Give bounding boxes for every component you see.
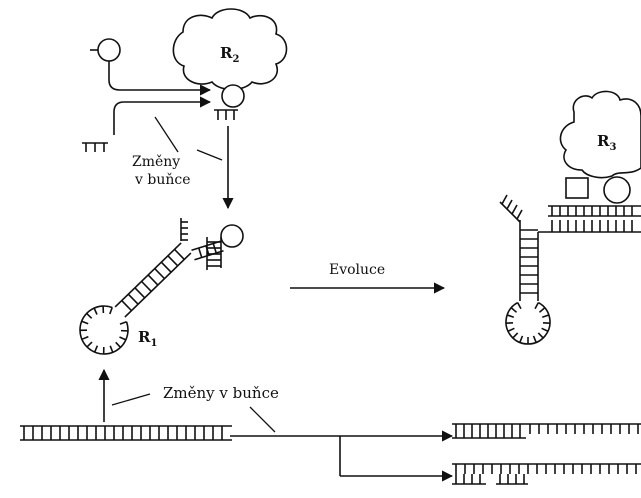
r1-loop-tick <box>110 307 112 314</box>
r1-stem-rung <box>128 294 138 304</box>
ligand-b-comb <box>82 143 108 152</box>
r3-tail-tooth <box>507 200 512 209</box>
r3-loop-tick <box>520 336 523 343</box>
complex-comb <box>214 110 238 120</box>
r1-loop-tick <box>82 337 88 340</box>
r3-loop-tick <box>534 336 537 343</box>
r1-loop-tick <box>94 308 97 314</box>
r3-structure <box>500 195 641 344</box>
r3-square <box>566 178 588 198</box>
r1-stem-rung <box>155 269 165 279</box>
r3-loop-tick <box>539 308 544 313</box>
cell-changes-top-pointer-a <box>155 117 178 152</box>
r1-loop-tick <box>87 313 92 318</box>
r1-stem-rung <box>168 256 178 266</box>
evolution-label: Evoluce <box>329 262 385 278</box>
r1-label: R1 <box>138 328 157 349</box>
dna-right <box>452 424 641 484</box>
r3-tail-tooth <box>502 195 507 204</box>
r3-loop-tick <box>511 308 516 313</box>
r3-loop-tick <box>538 333 543 338</box>
r1-loop-tick <box>116 342 121 347</box>
r3-loop-tick <box>508 328 514 331</box>
r3-loop-tick <box>542 328 548 331</box>
r3-tail-tooth <box>517 210 522 219</box>
r3-loop-tick <box>542 315 549 317</box>
r3-loop-tick <box>507 315 514 317</box>
r1-stem-rung <box>122 301 132 311</box>
r3-loop-tick <box>518 303 521 309</box>
r3-loop-tick <box>513 333 518 338</box>
cell-changes-top-pointer-b <box>197 150 222 160</box>
r1-loop-tick <box>120 322 127 324</box>
cell-changes-bottom-pointer-a <box>112 394 150 405</box>
cell-changes-top-line2: v buňce <box>134 172 190 188</box>
r1-loop-tick <box>110 346 113 353</box>
complex-circle <box>222 85 244 107</box>
r1-right-arm-rung <box>199 248 202 258</box>
r1-stem-rung <box>135 288 145 298</box>
r3-tail-tooth <box>512 205 517 214</box>
r1-loop-tick <box>119 337 125 340</box>
dna-left <box>20 426 232 440</box>
cell-changes-bottom: Změny v buňce <box>163 384 279 402</box>
ligand-a-circle <box>98 39 120 61</box>
cell-changes-top-line1: Změny <box>132 154 180 170</box>
r1-loop-tick <box>82 321 89 324</box>
r3-circle <box>604 177 630 203</box>
r1-right-arm-rail <box>194 251 223 260</box>
r1-structure <box>80 218 243 354</box>
r1-circle <box>221 225 243 247</box>
r1-loop-tick <box>87 342 92 347</box>
ligand-b-arrow <box>114 102 210 135</box>
r1-stem-rung <box>161 262 171 272</box>
r1-stem-rung <box>148 275 158 285</box>
r3-loop-tick <box>535 303 538 309</box>
r1-stem-rung <box>175 249 185 259</box>
r1-stem-rung <box>142 281 152 291</box>
cell-changes-bottom-pointer-b <box>250 407 275 432</box>
r1-loop-tick <box>95 346 98 352</box>
